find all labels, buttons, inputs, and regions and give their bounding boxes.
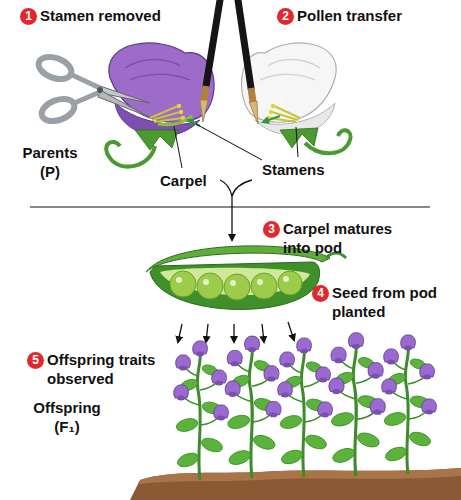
divider-line [30,207,430,208]
illustration-part [150,106,182,122]
illustration-part [257,279,263,285]
seed-arrows [178,322,294,342]
callout-number: 2 [277,8,294,25]
leader-line [174,126,182,168]
illustration-part [269,110,273,114]
illustration-part [97,87,103,93]
illustration-part [280,128,318,148]
illustration-part [130,468,461,500]
illustration-part [206,324,208,342]
illustration-part [230,280,236,286]
illustration-part [288,322,294,340]
illustration-part [203,279,209,285]
merge-arrow [232,180,252,196]
step-label: Seed from pod planted [332,283,442,321]
illustration-part [382,335,437,474]
illustration-part [178,324,182,342]
illustration-part [278,271,302,295]
callout-number: 4 [312,285,329,302]
illustration-part [251,273,277,299]
illustration-part [268,59,320,68]
illustration-part [249,101,258,124]
illustration-part [70,74,100,88]
step-label: Stamen removed [40,6,180,25]
illustration-part [329,333,385,476]
illustration-part [179,110,183,114]
illustration-part [98,90,147,116]
illustration-part [174,341,229,480]
illustration-part [125,59,180,68]
illustration-part [158,116,192,125]
illustration-part [170,271,196,297]
illustration-part [238,0,251,88]
illustration-part [130,74,190,80]
step-label: Carpel matures into pod [283,219,413,257]
illustration-part [206,0,220,86]
merge-arrow [220,180,232,196]
illustration-part [270,106,300,122]
illustration-part [260,74,315,80]
illustration-part [197,273,223,299]
callout-number: 3 [263,221,280,238]
offspring-plants [130,333,461,500]
illustration-part [150,262,320,309]
parent-flowers [36,43,351,167]
step-label: Parents (P) [14,143,86,181]
illustration-part [278,338,333,477]
illustration-part [251,88,253,102]
leader-line [296,127,298,157]
illustration-part [39,95,78,125]
illustration-part [177,104,181,108]
step-label: Stamens [262,160,342,179]
pollen-arrow [263,116,280,122]
leader-line [196,124,262,160]
merge-arrow [231,196,232,240]
illustration-part [36,53,75,83]
illustration-part [262,324,264,342]
step-label: Carpel [160,171,220,190]
illustration-part [225,336,281,478]
illustration-part [283,276,289,282]
illustration-part [224,274,250,300]
illustration-part [200,100,208,122]
step-label: Pollen transfer [297,6,447,25]
illustration-part [135,130,178,150]
callout-number: 5 [27,352,44,369]
step-label: Offspring (F₁) [22,398,112,436]
illustration-part [204,86,206,100]
callout-number: 1 [20,8,37,25]
paintbrushes [200,0,258,124]
illustration-part [271,104,275,108]
illustration-part [140,468,461,484]
illustration-part [233,324,234,342]
step-label: Offspring traits observed [47,350,172,388]
illustration-part [176,277,182,283]
